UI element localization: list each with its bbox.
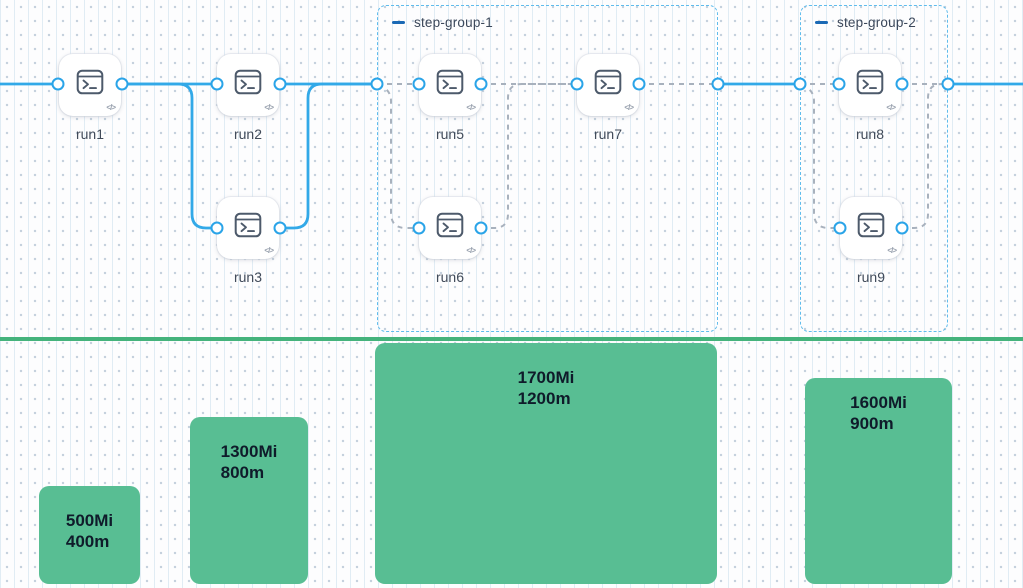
port-step-group-1-out[interactable] xyxy=(711,77,725,91)
node-label-run2: run2 xyxy=(233,126,263,142)
port-run6-out[interactable] xyxy=(474,221,488,235)
node-label-run6: run6 xyxy=(435,269,465,285)
terminal-icon xyxy=(76,69,104,95)
task-node-run7[interactable]: </> xyxy=(577,54,639,116)
resource-bar: 1600Mi 900m xyxy=(805,378,952,584)
code-badge-icon: </> xyxy=(624,103,634,112)
port-run9-in[interactable] xyxy=(833,221,847,235)
terminal-icon xyxy=(234,212,262,238)
node-label-run7: run7 xyxy=(593,126,623,142)
node-label-run8: run8 xyxy=(855,126,885,142)
port-step-group-2-out[interactable] xyxy=(941,77,955,91)
port-run5-in[interactable] xyxy=(412,77,426,91)
code-badge-icon: </> xyxy=(264,246,274,255)
terminal-icon xyxy=(594,69,622,95)
port-run6-in[interactable] xyxy=(412,221,426,235)
port-step-group-1-in[interactable] xyxy=(370,77,384,91)
task-node-run8[interactable]: </> xyxy=(839,54,901,116)
node-label-run9: run9 xyxy=(856,269,886,285)
resource-bar: 500Mi 400m xyxy=(39,486,140,584)
group-label: step-group-2 xyxy=(837,15,916,30)
resource-bar-text: 1300Mi 800m xyxy=(221,441,278,484)
port-step-group-2-in[interactable] xyxy=(793,77,807,91)
node-label-run3: run3 xyxy=(233,269,263,285)
port-run8-in[interactable] xyxy=(832,77,846,91)
port-run7-in[interactable] xyxy=(570,77,584,91)
section-divider xyxy=(0,337,1023,341)
cpu-value: 1200m xyxy=(517,389,571,409)
terminal-icon xyxy=(857,212,885,238)
task-node-run1[interactable]: </> xyxy=(59,54,121,116)
code-badge-icon: </> xyxy=(466,103,476,112)
port-run3-in[interactable] xyxy=(210,221,224,235)
cpu-value: 800m xyxy=(220,463,265,483)
port-run9-out[interactable] xyxy=(895,221,909,235)
port-run2-out[interactable] xyxy=(273,77,287,91)
port-run5-out[interactable] xyxy=(474,77,488,91)
group-header: step-group-1 xyxy=(392,15,493,30)
resource-bar: 1300Mi 800m xyxy=(190,417,308,584)
code-badge-icon: </> xyxy=(886,103,896,112)
task-node-run9[interactable]: </> xyxy=(840,197,902,259)
node-label-run5: run5 xyxy=(435,126,465,142)
resource-bar: 1700Mi 1200m xyxy=(375,343,717,584)
collapse-minus-icon[interactable] xyxy=(392,21,405,24)
resource-bar-text: 1600Mi 900m xyxy=(850,392,907,435)
group-label: step-group-1 xyxy=(414,15,493,30)
terminal-icon xyxy=(234,69,262,95)
edge-run3-stepgroup1[interactable] xyxy=(280,82,377,230)
code-badge-icon: </> xyxy=(466,246,476,255)
port-run1-out[interactable] xyxy=(115,77,129,91)
memory-value: 1300Mi xyxy=(220,442,278,461)
node-label-run1: run1 xyxy=(75,126,105,142)
memory-value: 500Mi xyxy=(65,511,114,530)
code-badge-icon: </> xyxy=(106,103,116,112)
port-run7-out[interactable] xyxy=(632,77,646,91)
terminal-icon xyxy=(436,212,464,238)
port-run3-out[interactable] xyxy=(273,221,287,235)
group-box-step-group-1[interactable]: step-group-1 xyxy=(377,5,718,332)
port-run2-in[interactable] xyxy=(210,77,224,91)
port-run1-in[interactable] xyxy=(51,77,65,91)
cpu-value: 400m xyxy=(65,532,110,552)
group-header: step-group-2 xyxy=(815,15,916,30)
task-node-run5[interactable]: </> xyxy=(419,54,481,116)
task-node-run3[interactable]: </> xyxy=(217,197,279,259)
task-node-run2[interactable]: </> xyxy=(217,54,279,116)
memory-value: 1700Mi xyxy=(517,368,575,387)
task-node-run6[interactable]: </> xyxy=(419,197,481,259)
resource-bar-text: 1700Mi 1200m xyxy=(518,367,575,410)
terminal-icon xyxy=(436,69,464,95)
code-badge-icon: </> xyxy=(887,246,897,255)
resource-bar-text: 500Mi 400m xyxy=(66,510,113,553)
edge-run1-run3[interactable] xyxy=(122,82,217,230)
cpu-value: 900m xyxy=(850,414,894,434)
terminal-icon xyxy=(856,69,884,95)
port-run8-out[interactable] xyxy=(895,77,909,91)
code-badge-icon: </> xyxy=(264,103,274,112)
collapse-minus-icon[interactable] xyxy=(815,21,828,24)
memory-value: 1600Mi xyxy=(850,393,907,412)
